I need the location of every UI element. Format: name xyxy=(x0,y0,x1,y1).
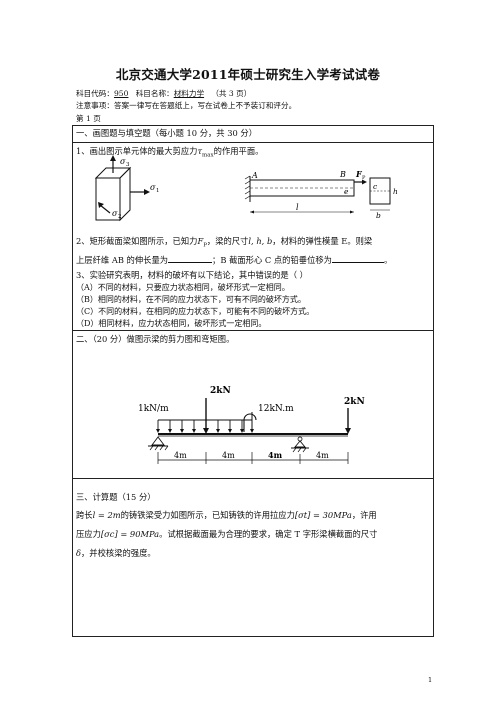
question3-text: 3、实验研究表明，材料的破坏有以下结论，其中错误的是（ ） xyxy=(76,270,308,280)
svg-text:3: 3 xyxy=(126,162,130,168)
question-calc-line3: δ，并校核梁的强度。 xyxy=(76,548,156,558)
section-divider xyxy=(72,142,434,143)
option-a: （A）不同的材料，只要应力状态相同，破坏形式一定相同。 xyxy=(76,283,290,292)
svg-text:1kN/m: 1kN/m xyxy=(138,404,169,414)
question1-text: 1、画出图示单元体的最大剪应力τmax的作用平面。 xyxy=(76,146,264,159)
section-divider xyxy=(72,330,434,331)
svg-text:e: e xyxy=(344,187,349,196)
svg-text:4m: 4m xyxy=(174,451,187,460)
answer-blank[interactable] xyxy=(168,254,213,263)
svg-text:12kN.m: 12kN.m xyxy=(258,404,294,414)
subject-info-line: 科目代码：950 科目名称：材料力学 （共 3 页） xyxy=(76,89,251,99)
svg-text:F: F xyxy=(355,169,363,179)
notice-line: 注意事项：答案一律写在答题纸上，写在试卷上不予装订和评分。 xyxy=(76,101,297,110)
exam-title: 北京交通大学2011年硕士研究生入学考试试卷 xyxy=(115,67,381,82)
section2-heading: 二、（20 分）做图示梁的剪力图和弯矩图。 xyxy=(76,334,235,344)
page-number: 1 xyxy=(428,676,433,684)
svg-text:σ: σ xyxy=(120,157,126,166)
svg-text:4m: 4m xyxy=(222,451,235,460)
svg-text:2kN: 2kN xyxy=(344,397,365,407)
exam-frame xyxy=(72,125,434,637)
question-calc-line2: 压应力[σc] = 90MPa。试根据截面最为合理的要求，确定 T 字形梁横截面… xyxy=(76,529,378,539)
svg-text:P: P xyxy=(362,175,366,181)
section3-heading: 三、计算题（15 分） xyxy=(76,492,156,502)
overhang-beam-figure: 1kN/m 2kN 12kN.m 2kN xyxy=(138,386,365,464)
svg-text:1: 1 xyxy=(156,188,160,194)
option-b: （B）相同的材料，在不同的应力状态下，可有不同的破坏方式。 xyxy=(76,295,306,304)
subject-code-label: 科目代码： xyxy=(76,89,114,98)
svg-text:b: b xyxy=(376,211,381,220)
option-d: （D）相同材料，应力状态相同，破坏形式一定相同。 xyxy=(76,319,267,328)
svg-text:B: B xyxy=(339,170,346,179)
svg-text:h: h xyxy=(393,187,398,196)
cantilever-beam-figure: A B F P e l c h b xyxy=(244,169,398,220)
svg-text:σ: σ xyxy=(112,209,118,218)
page-count-note: （共 3 页） xyxy=(211,89,252,98)
svg-text:2kN: 2kN xyxy=(210,386,231,396)
svg-text:4m: 4m xyxy=(268,450,283,460)
svg-text:σ: σ xyxy=(150,183,156,192)
option-c: （C）不同的材料，在相同的应力状态下，可能有不同的破坏方式。 xyxy=(76,307,315,316)
section1-heading: 一、画图题与填空题（每小题 10 分，共 30 分） xyxy=(76,128,258,138)
subject-name-label: 科目名称： xyxy=(135,89,174,98)
svg-text:l: l xyxy=(296,203,299,212)
section-divider xyxy=(72,478,434,479)
svg-text:A: A xyxy=(251,171,258,180)
subject-name-value: 材料力学 xyxy=(173,89,205,98)
svg-text:c: c xyxy=(373,182,378,191)
subject-code-value: 950 xyxy=(113,89,129,98)
stress-element-figure: σ 3 σ 1 σ 2 xyxy=(94,155,160,222)
answer-blank[interactable] xyxy=(331,254,384,263)
question2-line2: 上层纤维 AB 的伸长量为；B 截面形心 C 点的铅垂位移为。 xyxy=(76,254,393,265)
svg-text:2: 2 xyxy=(118,214,122,220)
page-label: 第 1 页 xyxy=(76,114,101,123)
question2-line1: 2、矩形截面梁如图所示，已知力FP，梁的尺寸l, h, b，材料的弹性模量 E。… xyxy=(76,236,373,249)
question-calc-line1: 跨长l = 2m的铸铁梁受力如图所示，已知铸铁的许用拉应力[σt] = 30MP… xyxy=(76,510,377,520)
svg-text:4m: 4m xyxy=(316,451,329,460)
